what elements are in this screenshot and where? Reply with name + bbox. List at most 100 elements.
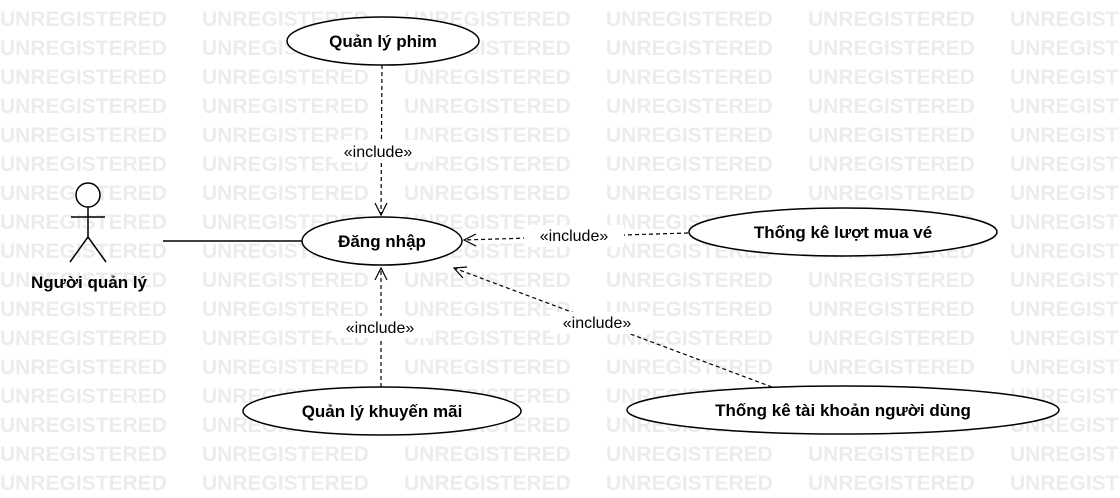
watermark-text: UNREGISTERED	[202, 182, 369, 205]
watermark-text: UNREGISTERED	[0, 66, 167, 89]
watermark-text: UNREGISTERED	[404, 124, 571, 147]
watermark-text: UNREGISTERED	[808, 269, 975, 292]
watermark-text: UNREGISTERED	[404, 153, 571, 176]
watermark-text: UNREGISTERED	[202, 95, 369, 118]
watermark-text: UNREGISTERED	[1010, 211, 1120, 234]
watermark-text: UNREGISTERED	[1010, 95, 1120, 118]
watermark-text: UNREGISTERED	[1010, 327, 1120, 350]
watermark-text: UNREGISTERED	[606, 153, 773, 176]
use-case-label-login: Đăng nhập	[338, 232, 426, 251]
watermark-text: UNREGISTERED	[0, 298, 167, 321]
watermark-text: UNREGISTERED	[202, 153, 369, 176]
watermark-text: UNREGISTERED	[808, 443, 975, 466]
watermark-text: UNREGISTERED	[1010, 269, 1120, 292]
include-label-account: «include»	[563, 315, 632, 332]
include-manage-movies: «include»	[332, 64, 432, 217]
actor-head-icon	[75, 182, 101, 208]
include-label-movies: «include»	[344, 144, 413, 161]
watermark-text: UNREGISTERED	[1010, 124, 1120, 147]
watermark-text: UNREGISTERED	[0, 327, 167, 350]
watermark-text: UNREGISTERED	[0, 269, 167, 292]
watermark-text: UNREGISTERED	[808, 182, 975, 205]
watermark-text: UNREGISTERED	[202, 327, 369, 350]
watermark-text: UNREGISTERED	[1010, 37, 1120, 60]
actor-nguoi-quan-ly[interactable]: Người quản lý	[31, 182, 148, 292]
watermark-text: UNREGISTERED	[202, 298, 369, 321]
watermark-text: UNREGISTERED	[1010, 153, 1120, 176]
watermark-text: UNREGISTERED	[202, 269, 369, 292]
use-case-login[interactable]: Đăng nhập	[301, 216, 463, 266]
watermark-text: UNREGISTERED	[0, 8, 167, 31]
include-label-promotions: «include»	[346, 320, 415, 337]
watermark-text: UNREGISTERED	[404, 443, 571, 466]
watermark-text: UNREGISTERED	[1010, 443, 1120, 466]
watermark-text: UNREGISTERED	[1010, 356, 1120, 379]
watermark-text: UNREGISTERED	[0, 472, 167, 495]
watermark-text: UNREGISTERED	[808, 37, 975, 60]
actor-label: Người quản lý	[31, 273, 148, 292]
watermark-text: UNREGISTERED	[0, 124, 167, 147]
include-account-stats: «include»	[452, 266, 773, 388]
watermark-text: UNREGISTERED	[404, 95, 571, 118]
watermark-text: UNREGISTERED	[606, 356, 773, 379]
watermark-text: UNREGISTERED	[808, 124, 975, 147]
watermark-text: UNREGISTERED	[0, 153, 167, 176]
watermark-text: UNREGISTERED	[1010, 240, 1120, 263]
watermark-text: UNREGISTERED	[606, 37, 773, 60]
watermark-text: UNREGISTERED	[202, 124, 369, 147]
use-case-label-account-stats: Thống kê tài khoản người dùng	[715, 401, 971, 420]
watermark-text: UNREGISTERED	[0, 443, 167, 466]
watermark-text: UNREGISTERED	[606, 95, 773, 118]
watermark-text: UNREGISTERED	[0, 240, 167, 263]
include-label-ticket: «include»	[540, 228, 609, 245]
use-case-manage-promotions[interactable]: Quản lý khuyến mãi	[242, 386, 522, 436]
watermark-text: UNREGISTERED	[808, 153, 975, 176]
watermark-text: UNREGISTERED	[808, 356, 975, 379]
watermark-text: UNREGISTERED	[404, 66, 571, 89]
watermark-text: UNREGISTERED	[404, 472, 571, 495]
watermark-text: UNREGISTERED	[606, 269, 773, 292]
watermark-text: UNREGISTERED	[0, 385, 167, 408]
watermark-text: UNREGISTERED	[808, 66, 975, 89]
watermark-text: UNREGISTERED	[1010, 182, 1120, 205]
watermark-text: UNREGISTERED	[0, 95, 167, 118]
watermark-text: UNREGISTERED	[202, 443, 369, 466]
watermark-text: UNREGISTERED	[1010, 298, 1120, 321]
use-case-ticket-stats[interactable]: Thống kê lượt mua vé	[688, 207, 998, 257]
watermark-text: UNREGISTERED	[1010, 472, 1120, 495]
use-case-account-stats[interactable]: Thống kê tài khoản người dùng	[626, 385, 1060, 435]
watermark-text: UNREGISTERED	[606, 66, 773, 89]
use-case-label-manage-movies: Quản lý phim	[329, 32, 437, 51]
actor-left-leg	[69, 236, 89, 263]
watermark-text: UNREGISTERED	[202, 66, 369, 89]
watermark-text: UNREGISTERED	[606, 8, 773, 31]
include-manage-promotions: «include»	[332, 266, 432, 387]
watermark-text: UNREGISTERED	[606, 124, 773, 147]
watermark-text: UNREGISTERED	[404, 356, 571, 379]
use-case-manage-movies[interactable]: Quản lý phim	[286, 16, 480, 66]
watermark-text: UNREGISTERED	[0, 37, 167, 60]
actor-right-leg	[87, 236, 107, 263]
watermark-text: UNREGISTERED	[404, 182, 571, 205]
watermark-text: UNREGISTERED	[404, 327, 571, 350]
watermark-text: UNREGISTERED	[808, 472, 975, 495]
watermark-text: UNREGISTERED	[1010, 8, 1120, 31]
watermark-text: UNREGISTERED	[808, 95, 975, 118]
watermark-text: UNREGISTERED	[404, 298, 571, 321]
watermark-text: UNREGISTERED	[808, 8, 975, 31]
use-case-label-manage-promotions: Quản lý khuyến mãi	[302, 402, 463, 421]
watermark-text: UNREGISTERED	[808, 298, 975, 321]
watermark-text: UNREGISTERED	[808, 327, 975, 350]
watermark-text: UNREGISTERED	[1010, 66, 1120, 89]
watermark-text: UNREGISTERED	[202, 472, 369, 495]
watermark-text: UNREGISTERED	[0, 356, 167, 379]
watermark-text: UNREGISTERED	[0, 414, 167, 437]
watermark-text: UNREGISTERED	[606, 182, 773, 205]
watermark-text: UNREGISTERED	[0, 211, 167, 234]
watermark-text: UNREGISTERED	[606, 443, 773, 466]
watermark-text: UNREGISTERED	[606, 472, 773, 495]
use-case-label-ticket-stats: Thống kê lượt mua vé	[754, 223, 932, 242]
watermark-text: UNREGISTERED	[202, 356, 369, 379]
include-ticket-stats: «include»	[462, 225, 689, 247]
